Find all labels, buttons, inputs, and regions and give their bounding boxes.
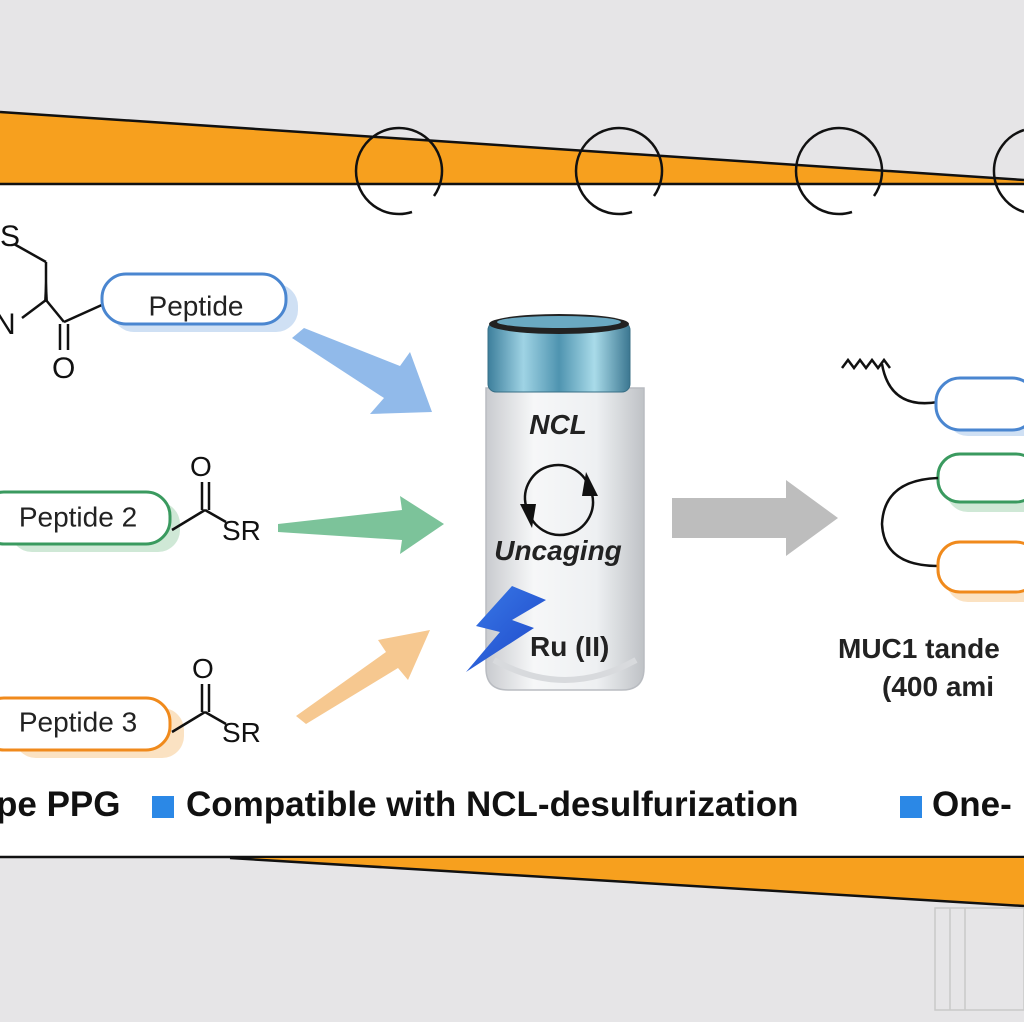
- ring-2: [574, 126, 664, 216]
- lightning-icon: [466, 586, 546, 672]
- thioester-2: [171, 482, 227, 532]
- product-green-block: [936, 452, 1024, 504]
- vial-glass: [485, 387, 645, 691]
- ring-4: [992, 128, 1024, 214]
- peptide-3-label: Peptide 3: [19, 706, 137, 737]
- bullet-2: [900, 796, 922, 818]
- feature-1: pe PPG: [0, 785, 120, 824]
- atom-n: N: [0, 308, 16, 341]
- feature-strip: pe PPG Compatible with NCL-desulfurizati…: [0, 785, 1012, 824]
- reaction-vial: [485, 314, 645, 691]
- top-orange-band: [0, 112, 1024, 186]
- uncaging-label: Uncaging: [494, 535, 622, 566]
- top-molecule: [13, 242, 105, 350]
- atom-sr-3: SR: [222, 717, 261, 748]
- spiral-rings: [354, 126, 1024, 216]
- peptide-pill-orange: Peptide 3: [0, 696, 184, 758]
- atom-o-3: O: [192, 653, 214, 684]
- peptide-pill-blue: Peptide: [100, 272, 298, 332]
- arrow-blue: [292, 328, 432, 414]
- peptide-2-label: Peptide 2: [19, 501, 137, 532]
- feature-2: Compatible with NCL-desulfurization: [186, 785, 798, 824]
- atom-o-2: O: [190, 451, 212, 482]
- product-subtitle: (400 ami: [882, 671, 994, 702]
- atom-o: O: [52, 352, 75, 385]
- arrow-gray: [672, 480, 838, 556]
- atom-sr-2: SR: [222, 515, 261, 546]
- page-stack: [934, 907, 1024, 1011]
- peptide-pill-green: Peptide 2: [0, 490, 180, 552]
- cycle-icon: [520, 463, 598, 537]
- product-protein: [841, 357, 1024, 602]
- ncl-label: NCL: [529, 409, 587, 440]
- feature-3: One-: [932, 785, 1012, 824]
- product-orange-block: [936, 540, 1024, 594]
- product-title: MUC1 tande: [838, 633, 1000, 664]
- peptide-label: Peptide: [149, 290, 244, 321]
- bullet-1: [152, 796, 174, 818]
- arrow-green: [278, 496, 444, 554]
- thioester-3: [171, 684, 227, 734]
- catalyst-label: Ru (II): [530, 631, 609, 662]
- ring-1: [354, 126, 444, 216]
- product-blue-block: [934, 376, 1024, 432]
- arrow-peach: [296, 630, 430, 724]
- ring-3: [794, 126, 884, 216]
- atom-s: S: [0, 220, 20, 253]
